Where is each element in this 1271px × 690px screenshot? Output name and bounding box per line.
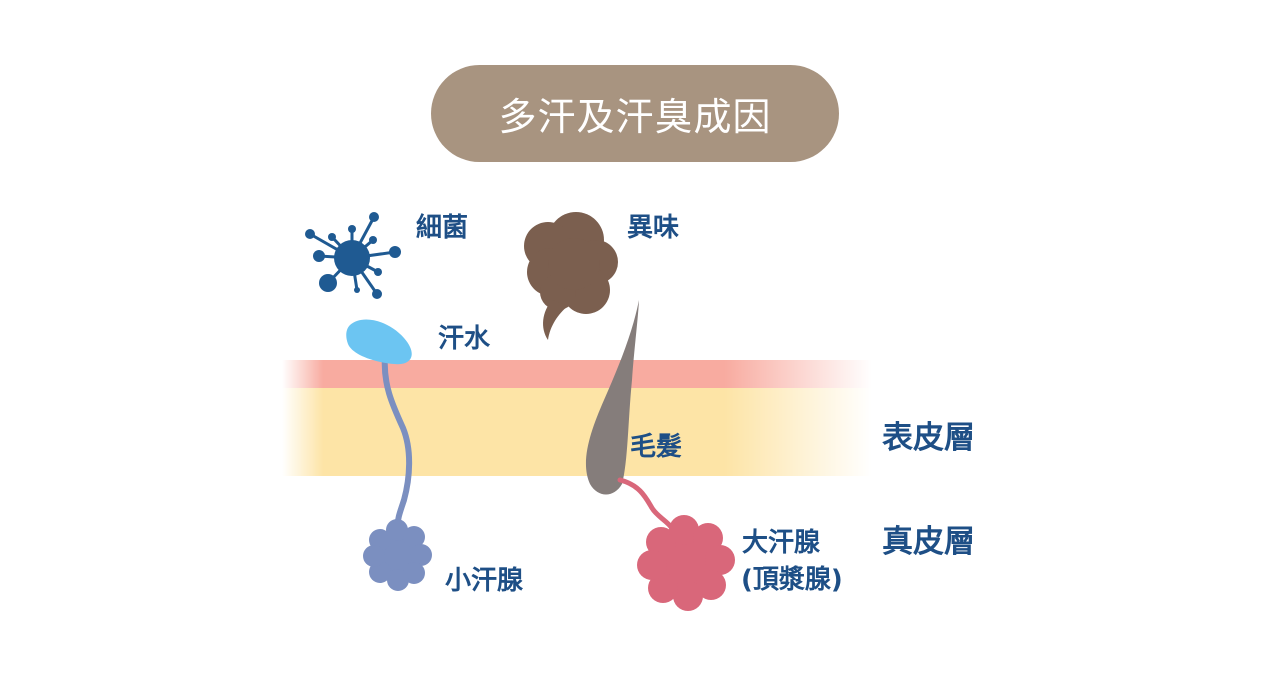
title-banner: 多汗及汗臭成因 xyxy=(431,65,839,162)
hair-icon xyxy=(585,300,639,495)
epidermis-label: 表皮層 xyxy=(882,420,975,456)
apocrine-gland-label: 大汗腺 xyxy=(742,528,821,558)
sweat-drop-icon xyxy=(346,319,412,365)
sweat-duct xyxy=(381,353,413,529)
apocrine-duct xyxy=(617,477,679,537)
sweat-label: 汗水 xyxy=(438,324,491,354)
dermis-label: 真皮層 xyxy=(882,524,975,560)
odor-label: 異味 xyxy=(627,213,680,243)
epidermis-yellow-band xyxy=(282,388,872,476)
hair-label: 毛髮 xyxy=(630,432,683,462)
apocrine-gland-alt-label: (頂漿腺) xyxy=(741,565,843,595)
skin-layers xyxy=(282,360,872,476)
eccrine-gland-icon xyxy=(363,519,432,591)
diagram-title: 多汗及汗臭成因 xyxy=(498,95,772,139)
bacteria-label: 細菌 xyxy=(416,213,469,243)
apocrine-gland-icon xyxy=(637,515,735,611)
odor-cloud-icon xyxy=(524,212,618,340)
eccrine-gland-label: 小汗腺 xyxy=(445,566,524,596)
bacteria-icon xyxy=(305,212,401,299)
epidermis-pink-band xyxy=(282,360,872,390)
